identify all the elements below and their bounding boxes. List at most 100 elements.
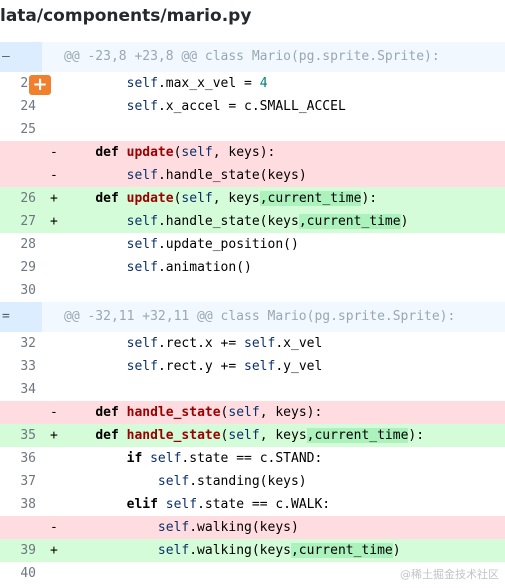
code-cell: - def handle_state(self, keys): — [44, 401, 505, 424]
code-cell: if self.state == c.STAND: — [44, 447, 505, 470]
diff-line: 29 self.animation() — [0, 256, 505, 279]
line-number: 34 — [0, 378, 42, 401]
code-text: self.rect.y += self.y_vel — [126, 359, 323, 374]
line-number: 26 — [0, 187, 42, 210]
hunk-header: = @@ -32,11 +32,11 @@ class Mario(pg.spri… — [0, 302, 505, 332]
expand-hunk-icon[interactable]: – — [0, 42, 42, 72]
line-number: 28 — [0, 233, 42, 256]
diff-line: 25 — [0, 118, 505, 141]
code-text: elif self.state == c.WALK: — [126, 497, 331, 512]
diff-line: 32 self.rect.x += self.x_vel — [0, 332, 505, 355]
diff-line: 24 self.max_x_vel = 4 — [0, 72, 505, 95]
file-header: lata/components/mario.py — [0, 0, 505, 40]
code-text: self.rect.x += self.x_vel — [126, 336, 323, 351]
code-cell: - def update(self, keys): — [44, 141, 505, 164]
line-number: 29 — [0, 256, 42, 279]
hunk-text: @@ -23,8 +23,8 @@ class Mario(pg.sprite.… — [64, 49, 440, 64]
code-cell — [44, 118, 505, 141]
diff-line: - def handle_state(self, keys): — [0, 401, 505, 424]
add-comment-button[interactable]: + — [29, 75, 51, 95]
code-cell: + def handle_state(self, keys,current_ti… — [44, 424, 505, 447]
line-number — [0, 164, 42, 187]
code-cell: self.rect.x += self.x_vel — [44, 332, 505, 355]
line-number: 35 — [0, 424, 42, 447]
line-number — [0, 401, 42, 424]
diff-line: 40 — [0, 562, 505, 585]
plus-icon: + — [32, 74, 48, 95]
diff-line: 33 self.rect.y += self.y_vel — [0, 355, 505, 378]
diff-marker: + — [50, 543, 58, 558]
diff-line: 38 elif self.state == c.WALK: — [0, 493, 505, 516]
line-number: 37 — [0, 470, 42, 493]
diff-line: 28 self.update_position() — [0, 233, 505, 256]
expand-hunk-icon[interactable]: = — [0, 302, 42, 332]
hunk-text: @@ -32,11 +32,11 @@ class Mario(pg.sprit… — [64, 309, 456, 324]
diff-line: 26+ def update(self, keys,current_time): — [0, 187, 505, 210]
line-number: 27 — [0, 210, 42, 233]
code-text: self.x_accel = c.SMALL_ACCEL — [126, 99, 346, 114]
line-number: 36 — [0, 447, 42, 470]
diff-marker: + — [50, 428, 58, 443]
code-text: self.update_position() — [126, 237, 299, 252]
code-text: def update(self, keys): — [95, 145, 276, 160]
line-number: 39 — [0, 539, 42, 562]
diff-marker: + — [50, 191, 58, 206]
diff-line: 30 — [0, 279, 505, 302]
code-text: def handle_state(self, keys,current_time… — [95, 428, 425, 443]
code-text: if self.state == c.STAND: — [126, 451, 323, 466]
diff-marker: - — [50, 168, 58, 183]
line-number — [0, 141, 42, 164]
line-number: 32 — [0, 332, 42, 355]
code-cell: - self.handle_state(keys) — [44, 164, 505, 187]
line-number: 30 — [0, 279, 42, 302]
code-cell: - self.walking(keys) — [44, 516, 505, 539]
line-number: 40 — [0, 562, 42, 585]
code-cell — [44, 378, 505, 401]
diff-line: 34 — [0, 378, 505, 401]
code-cell: self.standing(keys) — [44, 470, 505, 493]
code-cell: + self.walking(keys,current_time) — [44, 539, 505, 562]
code-cell: self.x_accel = c.SMALL_ACCEL — [44, 95, 505, 118]
line-number: 25 — [0, 118, 42, 141]
diff-marker: - — [50, 405, 58, 420]
file-path[interactable]: lata/components/mario.py — [0, 6, 252, 26]
diff-line: - self.walking(keys) — [0, 516, 505, 539]
line-number: 38 — [0, 493, 42, 516]
diff-line: - self.handle_state(keys) — [0, 164, 505, 187]
code-text: self.handle_state(keys,current_time) — [126, 214, 409, 229]
watermark: @稀土掘金技术社区 — [400, 568, 499, 581]
code-text: self.walking(keys) — [157, 520, 299, 535]
code-cell: elif self.state == c.WALK: — [44, 493, 505, 516]
code-text: self.standing(keys) — [157, 474, 307, 489]
code-cell: @@ -32,11 +32,11 @@ class Mario(pg.sprit… — [44, 302, 505, 332]
diff-view: – @@ -23,8 +23,8 @@ class Mario(pg.sprite… — [0, 42, 505, 585]
code-cell: self.animation() — [44, 256, 505, 279]
diff-line: 35+ def handle_state(self, keys,current_… — [0, 424, 505, 447]
line-number — [0, 516, 42, 539]
code-cell: self.rect.y += self.y_vel — [44, 355, 505, 378]
code-cell: + self.handle_state(keys,current_time) — [44, 210, 505, 233]
code-cell: + def update(self, keys,current_time): — [44, 187, 505, 210]
code-text: self.handle_state(keys) — [126, 168, 307, 183]
diff-line: - def update(self, keys): — [0, 141, 505, 164]
diff-line: 24 self.x_accel = c.SMALL_ACCEL — [0, 95, 505, 118]
diff-marker: - — [50, 520, 58, 535]
diff-line: 36 if self.state == c.STAND: — [0, 447, 505, 470]
diff-line: 27+ self.handle_state(keys,current_time) — [0, 210, 505, 233]
code-text: self.animation() — [126, 260, 252, 275]
code-cell: self.max_x_vel = 4 — [44, 72, 505, 95]
diff-line: 39+ self.walking(keys,current_time) — [0, 539, 505, 562]
code-cell — [44, 279, 505, 302]
hunk-header: – @@ -23,8 +23,8 @@ class Mario(pg.sprite… — [0, 42, 505, 72]
line-number: 33 — [0, 355, 42, 378]
code-text: def handle_state(self, keys): — [95, 405, 323, 420]
code-text: def update(self, keys,current_time): — [95, 191, 378, 206]
code-cell: @@ -23,8 +23,8 @@ class Mario(pg.sprite.… — [44, 42, 505, 72]
diff-line: 37 self.standing(keys) — [0, 470, 505, 493]
diff-marker: + — [50, 214, 58, 229]
line-number: 24 — [0, 95, 42, 118]
diff-marker: - — [50, 145, 58, 160]
code-cell: self.update_position() — [44, 233, 505, 256]
code-text: self.walking(keys,current_time) — [157, 543, 401, 558]
code-text: self.max_x_vel = 4 — [126, 76, 268, 91]
